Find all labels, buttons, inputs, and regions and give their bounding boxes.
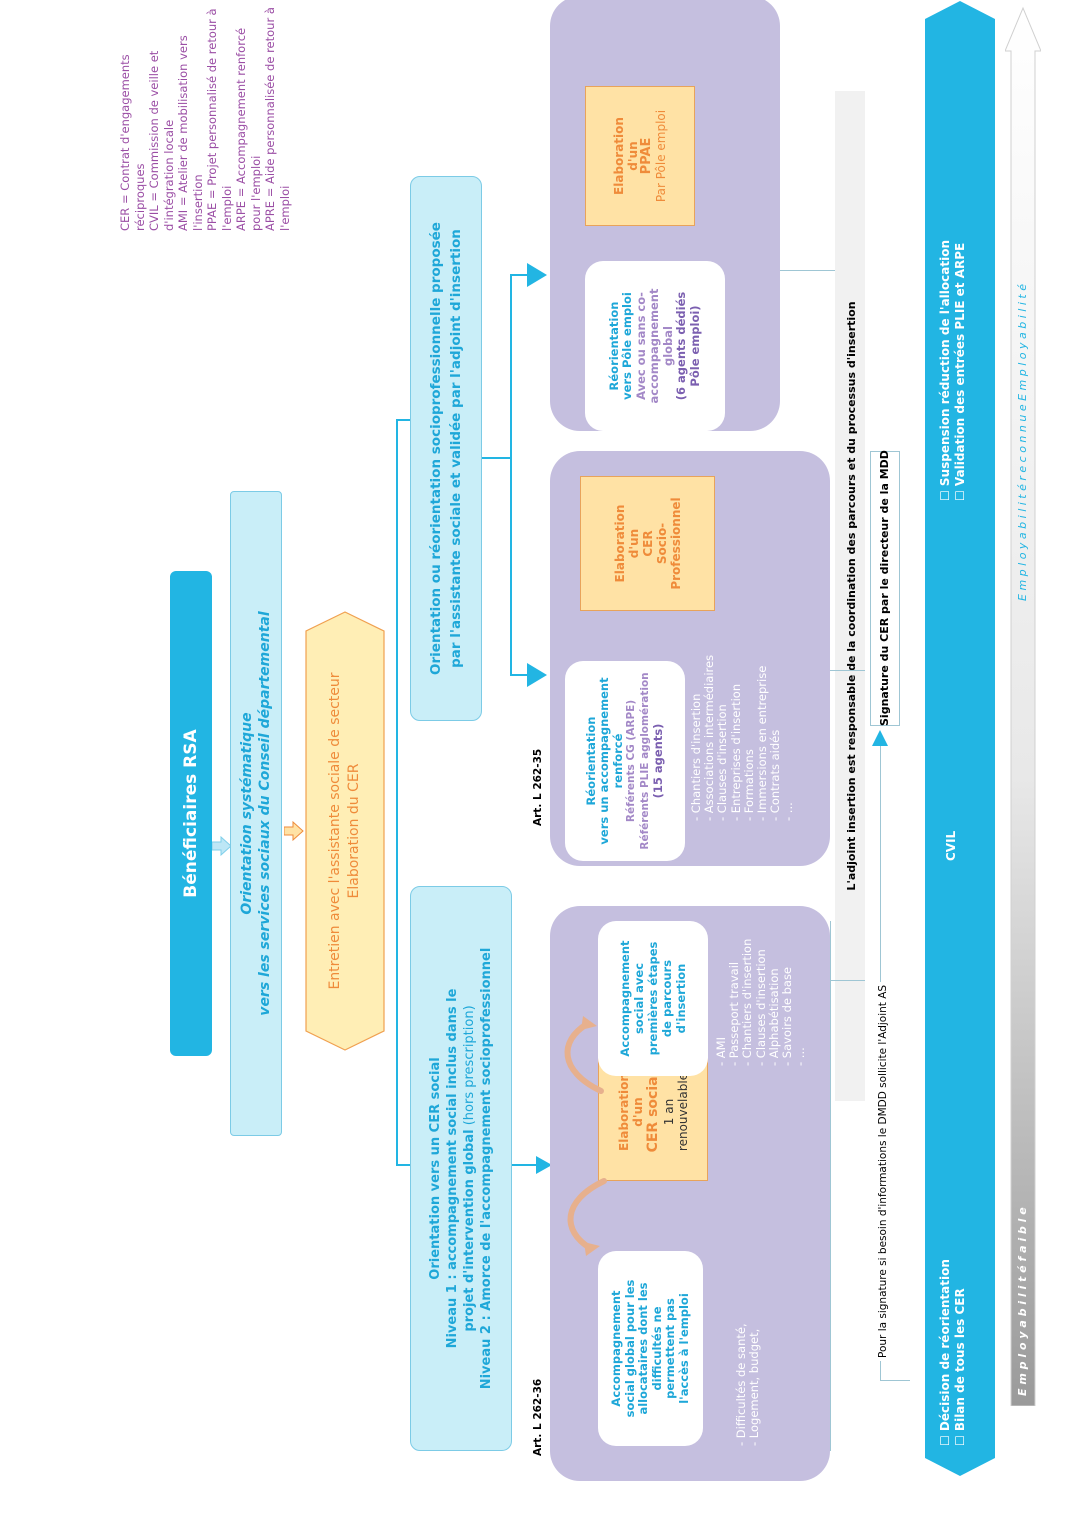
legend: CER = Contrat d'engagements réciproques … bbox=[118, 1, 292, 231]
connector bbox=[510, 274, 512, 676]
card-accompagnement-global: Accompagnement social global pour les al… bbox=[598, 1251, 703, 1446]
legend-apre: APRE = Aide personnalisée de retour à l'… bbox=[263, 7, 292, 231]
branch-pro-line1: Orientation ou réorientation socioprofes… bbox=[428, 222, 444, 675]
beneficiaires-label: Bénéficiaires RSA bbox=[181, 729, 201, 898]
curved-arrow-icon bbox=[564, 1016, 604, 1094]
branch-social-line4: Niveau 2 : Amorce de l'accompagnement so… bbox=[479, 947, 494, 1390]
branch-pro-box: Orientation ou réorientation socioprofes… bbox=[410, 176, 482, 721]
orientation-line2: vers les services sociaux du Conseil dép… bbox=[257, 611, 273, 1016]
entretien-line2: Elaboration du CER bbox=[346, 763, 362, 899]
coordination-link bbox=[830, 921, 831, 1451]
bullets-renforce: - Chantiers d'insertion - Associations i… bbox=[689, 654, 796, 821]
branch-social-box: Orientation vers un CER social Niveau 1 … bbox=[410, 886, 512, 1451]
card-reorientation-pole-emploi: Réorientation vers Pôle emploi Avec ou s… bbox=[585, 261, 725, 431]
orientation-systematique-box: Orientation systématique vers les servic… bbox=[230, 491, 282, 1136]
signature-label: Signature du CER par le directeur de la … bbox=[878, 450, 891, 726]
legend-ppae: PPAE = Projet personnalisé de retour à l… bbox=[205, 8, 234, 231]
legend-arpe: ARPE = Accompagnement renforcé pour l'em… bbox=[234, 27, 263, 231]
legend-ami: AMI = Atelier de mobilisation vers l'ins… bbox=[176, 35, 205, 231]
branch-pro-line2: par l'assistante sociale et validée par … bbox=[448, 229, 464, 668]
connector bbox=[482, 457, 510, 459]
art-l262-36-label: Art. L 262-36 bbox=[532, 1378, 544, 1456]
employability-high-label: E m p l o y a b i l i t é r e c o n n u … bbox=[1016, 284, 1029, 601]
arrow-head-icon bbox=[527, 263, 547, 287]
signature-note: Pour la signature si besoin d'informatio… bbox=[877, 981, 889, 1361]
employability-low-label: E m p l o y a b i l i t é f a i b l e bbox=[1016, 1207, 1029, 1396]
cvil-right: ☐ Suspension réduction de l'allocation ☐… bbox=[938, 240, 967, 501]
note-cer-socio-professionnel: Elaboration d'un CER Socio- Professionne… bbox=[580, 476, 715, 611]
coordination-link bbox=[830, 670, 865, 671]
art-l262-35-label: Art. L 262-35 bbox=[532, 748, 544, 826]
coordination-text: L'adjoint insertion est responsable de l… bbox=[845, 301, 858, 891]
bullets-difficultes: - Difficultés de santé, - Logement, budg… bbox=[734, 1323, 762, 1446]
connector bbox=[396, 421, 398, 1166]
coordination-link bbox=[780, 270, 835, 271]
entretien-line1: Entretien avec l'assistante sociale de s… bbox=[327, 672, 343, 990]
cvil-bar bbox=[925, 1, 995, 1476]
legend-cer: CER = Contrat d'engagements réciproques bbox=[118, 54, 147, 231]
beneficiaires-box: Bénéficiaires RSA bbox=[170, 571, 212, 1056]
down-arrow-icon bbox=[212, 836, 232, 856]
branch-social-line1: Orientation vers un CER social bbox=[428, 1057, 443, 1280]
note-ppae: Elaboration d'un PPAE Par Pôle emploi bbox=[585, 86, 695, 226]
branch-social-line2: Niveau 1 : accompagnement social inclus … bbox=[445, 988, 460, 1349]
branch-social-line3: projet d'intervention global (hors presc… bbox=[462, 1005, 477, 1332]
arrow-head-icon bbox=[872, 730, 888, 746]
coordination-link bbox=[830, 980, 865, 981]
down-arrow-icon bbox=[284, 821, 304, 841]
arrow-head-icon bbox=[527, 663, 547, 687]
orientation-line1: Orientation systématique bbox=[239, 712, 255, 915]
bullets-premieres-etapes: - AMI - Passeport travail - Chantiers d'… bbox=[714, 938, 808, 1066]
cvil-left: ☐ Décision de réorientation ☐ Bilan de t… bbox=[938, 1259, 967, 1446]
entretien-hexagon bbox=[305, 611, 385, 1051]
connector bbox=[396, 1164, 410, 1166]
entretien-text: Entretien avec l'assistante sociale de s… bbox=[305, 611, 385, 1051]
card-reorientation-renforce: Réorientation vers un accompagnement ren… bbox=[565, 661, 685, 861]
legend-cvil: CVIL = Commission de veille et d'intégra… bbox=[147, 50, 176, 231]
employability-arrow bbox=[1005, 6, 1041, 1406]
cvil-label: CVIL bbox=[944, 830, 958, 861]
arrow-head-icon bbox=[536, 1156, 552, 1174]
signature-connector bbox=[880, 1380, 910, 1381]
card-accompagnement-premieres-etapes: Accompagnement social avec premières éta… bbox=[598, 921, 708, 1076]
curved-arrow-icon bbox=[567, 1178, 607, 1256]
connector bbox=[396, 419, 410, 421]
